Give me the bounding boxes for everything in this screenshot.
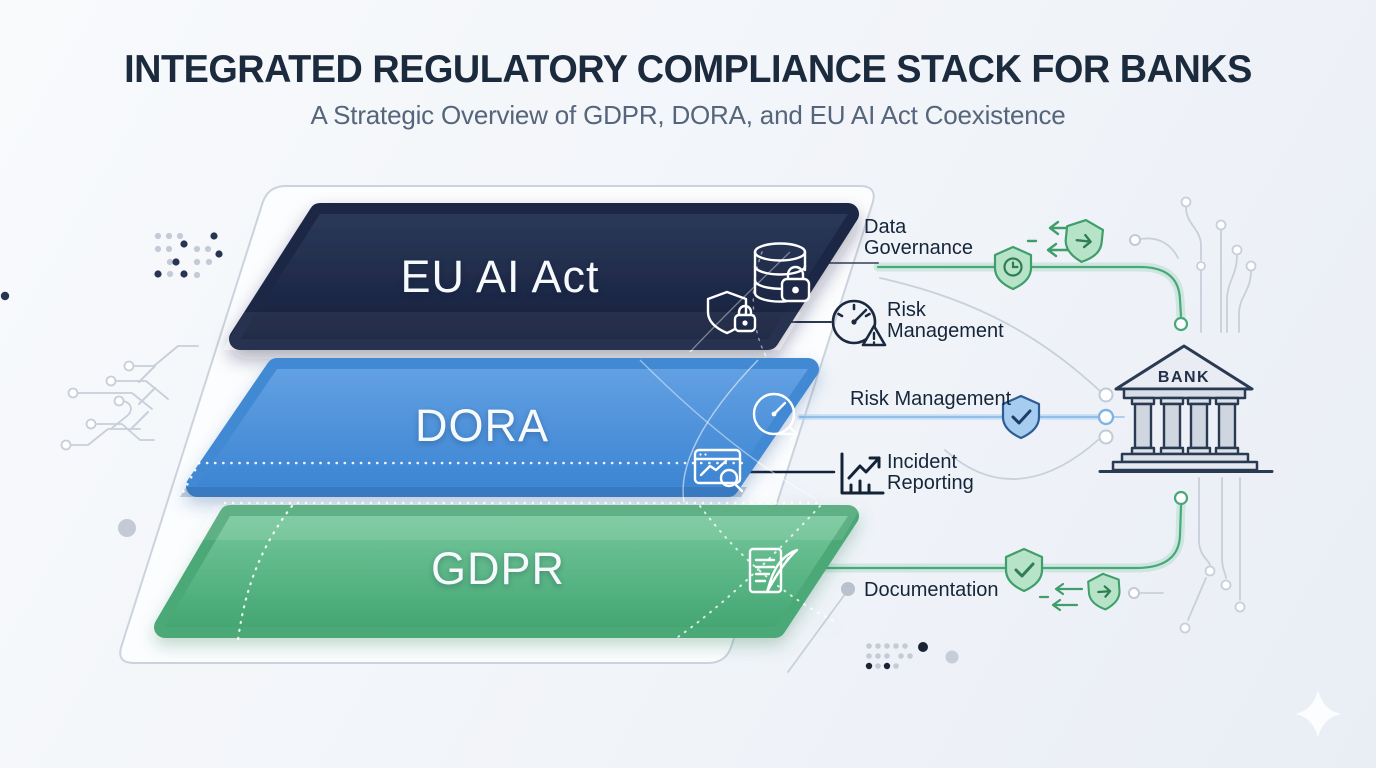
bank-icon: BANK bbox=[1098, 344, 1274, 473]
document-quill-icon bbox=[748, 547, 799, 594]
layer-eu-ai-act bbox=[223, 203, 859, 357]
shield-sync-badge-bottom bbox=[841, 572, 1140, 612]
bar-chart-arrow-icon bbox=[840, 452, 885, 495]
gauge-arrow-icon bbox=[752, 392, 799, 441]
circuit-traces-left bbox=[60, 345, 199, 451]
layer-dora bbox=[180, 358, 819, 503]
dot-matrix-bottom bbox=[865, 642, 959, 670]
green-connection-bottom bbox=[817, 490, 1189, 573]
gauge-warning-icon bbox=[831, 299, 887, 347]
dot-matrix-top-left bbox=[0, 232, 223, 301]
bank-connection-nodes bbox=[1097, 387, 1115, 445]
shield-sync-badge-top bbox=[1026, 218, 1141, 263]
database-lock-icon bbox=[753, 242, 811, 303]
layer-gdpr bbox=[154, 501, 862, 642]
bank-label: BANK bbox=[1158, 369, 1210, 386]
shield-check-badge-blue bbox=[1001, 394, 1041, 440]
gray-connector-curves bbox=[787, 237, 1179, 673]
shield-lock-icon bbox=[706, 290, 757, 335]
shield-clock-badge bbox=[993, 245, 1033, 291]
sparkle-icon bbox=[1295, 690, 1342, 737]
green-connection-top bbox=[873, 262, 1189, 332]
monitor-search-icon bbox=[693, 448, 744, 493]
gray-dot-left bbox=[118, 519, 136, 537]
shield-check-badge-green bbox=[1004, 547, 1044, 593]
circuit-traces-right bbox=[1179, 196, 1257, 634]
